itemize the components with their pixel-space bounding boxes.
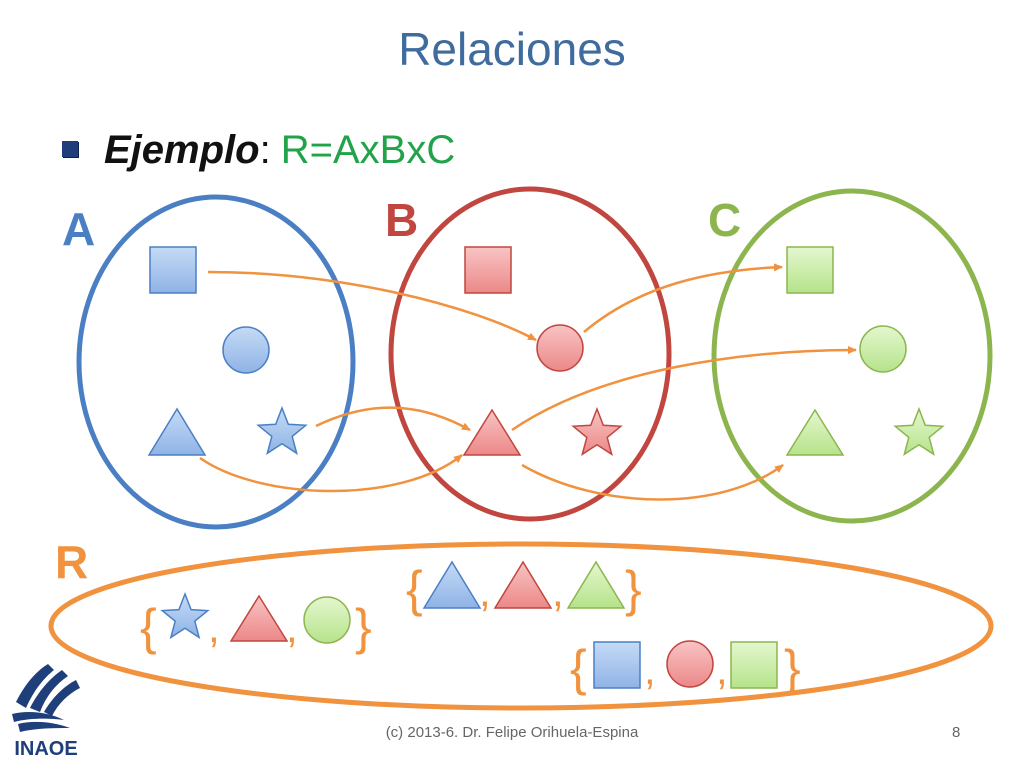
slide-footer: (c) 2013-6. Dr. Felipe Orihuela-Espina [385,724,639,741]
c-circle-icon [859,325,907,373]
bullet-example: Ejemplo : R=AxBxC [62,128,455,173]
tuple-3-blue-square-icon [593,641,641,689]
tuple-3-red-circle-icon [666,640,714,688]
b-triangle-icon [462,408,522,456]
bullet-expression: R=AxBxC [280,128,456,172]
set-b-ellipse [388,186,672,522]
arrow-a-star-to-b-triangle [315,406,471,432]
set-label-b: B [385,194,418,246]
arrow-b-triangle-to-c-triangle [521,463,784,501]
a-circle-icon [222,326,270,374]
bullet-label: Ejemplo [104,128,260,172]
tuple-1-comma-2: , [286,604,298,651]
tuple-triangle-triangle-triangle: { , , } [406,560,642,617]
tuple-star-triangle-circle: { , , } [140,591,372,655]
bullet-square-icon [62,140,78,157]
bullet-colon: : [259,128,271,172]
tuple-2-open-brace: { [406,561,423,617]
c-square-icon [786,246,834,294]
a-star-icon [256,405,308,455]
tuple-3-open-brace: { [570,640,587,696]
tuple-1-red-triangle-icon [229,594,289,642]
arrow-a-triangle-to-b-triangle [199,454,463,493]
tuple-1-blue-star-icon [160,591,210,640]
tuple-2-comma-1: , [479,568,491,615]
arrow-b-triangle-to-c-circle [511,346,857,432]
tuple-1-comma-1: , [208,604,220,651]
inaoe-logo-text: INAOE [14,738,77,760]
arrow-a-square-to-b-circle [207,270,537,342]
tuple-3-close-brace: } [784,640,801,696]
tuple-1-green-circle-icon [303,596,351,644]
b-circle-icon [536,324,584,372]
set-label-r: R [55,536,88,588]
arrow-b-circle-to-c-square [583,263,783,333]
page-number: 8 [952,724,961,741]
inaoe-logo: INAOE [12,664,80,760]
b-star-icon [571,406,623,456]
set-label-c: C [708,194,741,246]
tuple-1-open-brace: { [140,599,157,655]
tuple-square-circle-square: { , , } [570,640,801,696]
set-r-ellipse [48,541,994,711]
tuple-1-close-brace: } [355,599,372,655]
set-label-a: A [62,203,95,255]
tuple-3-comma-1: , [644,646,656,693]
tuple-2-close-brace: } [625,561,642,617]
tuple-2-green-triangle-icon [566,560,626,609]
tuple-2-comma-2: , [552,568,564,615]
tuple-3-green-square-icon [730,641,778,689]
c-triangle-icon [785,408,845,456]
tuple-3-comma-2: , [716,646,728,693]
b-square-icon [464,246,512,294]
set-c-ellipse [711,188,993,524]
set-a-ellipse [76,194,356,530]
a-square-icon [149,246,197,294]
tuple-2-blue-triangle-icon [422,560,482,609]
c-star-icon [893,406,945,456]
a-triangle-icon [147,407,207,456]
slide-title: Relaciones [398,23,626,75]
tuple-2-red-triangle-icon [493,560,553,609]
